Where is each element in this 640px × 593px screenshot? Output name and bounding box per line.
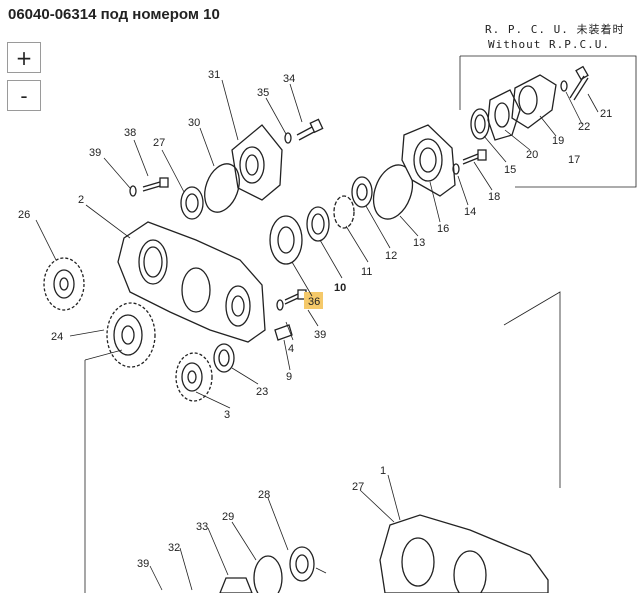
part-label-10: 10	[334, 282, 346, 294]
part-label-29: 29	[222, 511, 234, 523]
washer-39-part	[129, 185, 137, 197]
gasket-29-part	[253, 555, 283, 593]
bearing-27b-part	[289, 546, 315, 582]
part-label-32: 32	[168, 542, 180, 554]
gasket-20-part	[487, 89, 521, 141]
part-label-9: 9	[286, 371, 292, 383]
part-label-11: 11	[361, 266, 372, 278]
cover-28-part	[219, 577, 253, 593]
part-label-39: 39	[314, 329, 326, 341]
note-line-2: Without R.P.C.U.	[488, 38, 610, 51]
part-label-14: 14	[464, 206, 476, 218]
part-label-30: 30	[188, 117, 200, 129]
gear-23-part	[175, 352, 213, 402]
part-label-26: 26	[18, 209, 30, 221]
bolt-38-part	[142, 177, 169, 192]
cover-19-part	[511, 74, 557, 129]
bearing-10-part	[269, 215, 303, 265]
bearing-13-part	[351, 176, 373, 208]
washer-22-part	[560, 80, 568, 92]
part-label-16: 16	[437, 223, 449, 235]
note-line-1: R. P. C. U. 未装着时	[485, 22, 624, 36]
part-label-17: 17	[568, 154, 580, 166]
part-label-12: 12	[385, 250, 397, 262]
part-label-2: 2	[78, 194, 84, 206]
part-label-13: 13	[413, 237, 425, 249]
part-label-22: 22	[578, 121, 590, 133]
leader-lines	[35, 79, 599, 591]
part-label-4: 4	[288, 343, 294, 355]
part-label-21: 21	[600, 108, 612, 120]
zoom-in-button[interactable]: +	[7, 42, 41, 73]
part-label-19: 19	[552, 135, 564, 147]
inset-box	[460, 55, 637, 188]
part-label-15: 15	[504, 164, 516, 176]
bearing-24-part	[213, 343, 235, 373]
part-label-39: 39	[137, 558, 149, 570]
snap-ring-12-part	[333, 195, 355, 229]
part-label-27: 27	[153, 137, 165, 149]
housing-3-part	[379, 514, 549, 593]
pin-4-part	[274, 324, 293, 341]
part-label-39: 39	[89, 147, 101, 159]
part-label-20: 20	[526, 149, 538, 161]
part-label-31: 31	[208, 69, 220, 81]
page-title: 06040-06314 под номером 10	[8, 6, 220, 23]
housing-2-part	[117, 221, 266, 343]
gear-26-part	[43, 257, 85, 311]
bolt-21-part	[569, 65, 589, 101]
washer-35-part	[284, 132, 292, 144]
highlight-box	[304, 292, 323, 309]
gear-9-part	[106, 302, 156, 368]
bolt-36-part	[284, 289, 307, 305]
zoom-out-button[interactable]: -	[7, 80, 41, 111]
part-label-27: 27	[352, 481, 364, 493]
cover-31-part	[231, 124, 283, 201]
gasket-16-part	[372, 164, 414, 220]
part-label-3: 3	[224, 409, 230, 421]
part-label-33: 33	[196, 521, 208, 533]
cover-14-part	[401, 124, 456, 197]
part-label-24: 24	[51, 331, 63, 343]
part-label-34: 34	[283, 73, 295, 85]
bolt-17-part	[462, 149, 487, 165]
washer-18-part	[452, 163, 460, 175]
bolt-34-part	[296, 118, 324, 141]
seal-11-part	[306, 206, 330, 242]
washer-39b-part	[276, 299, 284, 311]
part-label-1: 1	[380, 465, 386, 477]
bearing-27-part	[180, 186, 204, 220]
part-label-36: 36	[308, 296, 320, 308]
boundary-line-right	[503, 291, 561, 488]
part-label-38: 38	[124, 127, 136, 139]
boundary-line-top	[84, 349, 123, 361]
part-label-35: 35	[257, 87, 269, 99]
part-label-18: 18	[488, 191, 500, 203]
seal-15-part	[470, 108, 490, 140]
gasket-30-part	[204, 163, 240, 213]
part-label-28: 28	[258, 489, 270, 501]
part-label-23: 23	[256, 386, 268, 398]
